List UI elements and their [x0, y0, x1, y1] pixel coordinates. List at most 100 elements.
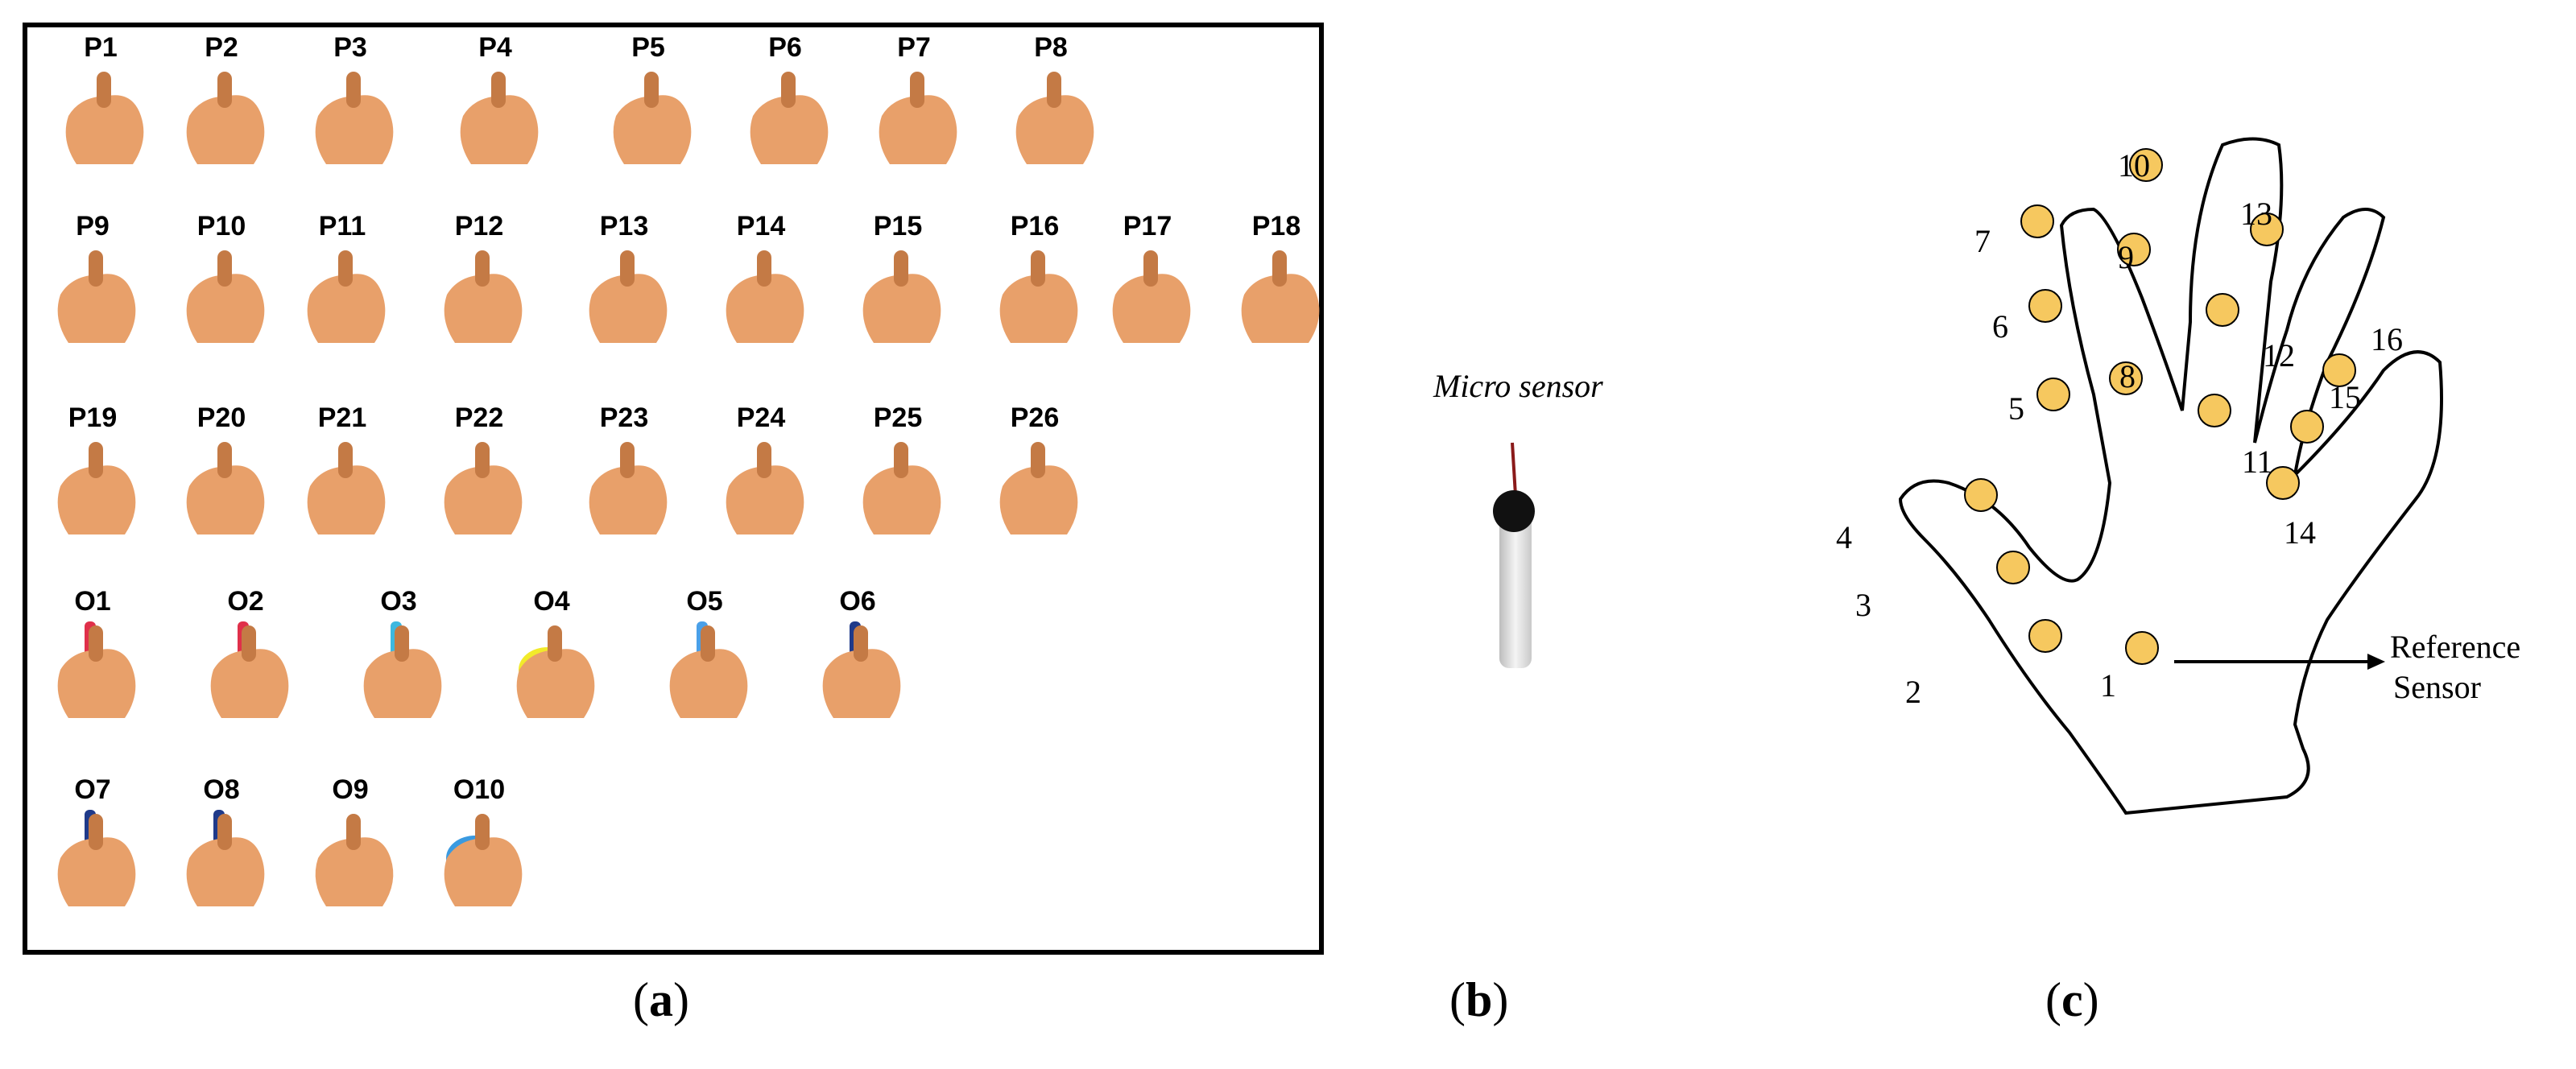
sensor-number-3: 3 [1855, 587, 1871, 623]
gesture-photo [822, 621, 901, 718]
hand-finger-shape [781, 72, 796, 108]
gesture-label: O5 [686, 586, 723, 617]
hand-palm-shape [307, 465, 386, 534]
gesture-photo [460, 72, 539, 164]
micro-sensor-image [1493, 442, 1535, 668]
gesture-label: O9 [332, 774, 369, 805]
hand-palm-shape [57, 837, 136, 906]
sensor-number-7: 7 [1974, 223, 1991, 259]
sensor-tube [1499, 507, 1532, 668]
reference-arrow-head [2367, 654, 2385, 670]
gesture-photo [1015, 72, 1094, 164]
hand-finger-shape [1143, 250, 1158, 287]
gesture-photo [186, 72, 265, 164]
gesture-label: P17 [1123, 211, 1172, 241]
gesture-label: P7 [897, 32, 931, 63]
hand-palm-shape [1015, 95, 1094, 164]
hand-palm-shape [726, 465, 804, 534]
sensor-dot-9 [2117, 233, 2151, 266]
hand-palm-shape [999, 274, 1078, 343]
gesture-label: O4 [533, 586, 570, 617]
hand-palm-shape [460, 95, 539, 164]
gesture-label: P21 [317, 402, 367, 433]
hand-finger-shape [894, 250, 908, 287]
hand-palm-shape [57, 465, 136, 534]
sensor-dot-12 [2206, 293, 2239, 327]
hand-finger-shape [491, 72, 506, 108]
hand-palm-shape [589, 274, 668, 343]
subfigure-label-a: (a) [633, 973, 689, 1026]
hand-palm-shape [315, 837, 394, 906]
sensor-number-10: 10 [2118, 147, 2150, 184]
gesture-label: P6 [768, 32, 802, 63]
gesture-photo [669, 621, 748, 718]
gesture-label: P12 [454, 211, 504, 241]
gesture-photo [210, 621, 289, 718]
hand-palm-shape [186, 465, 265, 534]
gesture-label: P15 [873, 211, 923, 241]
hand-finger-shape [346, 72, 361, 108]
hand-finger-shape [242, 625, 256, 662]
sensor-number-16: 16 [2371, 321, 2403, 357]
hand-finger-shape [701, 625, 715, 662]
gesture-label: P3 [333, 32, 367, 63]
gesture-photo [862, 250, 941, 343]
hand-finger-shape [338, 442, 353, 478]
gesture-label: P10 [196, 211, 246, 241]
sensor-dot-2 [2028, 619, 2062, 653]
gesture-label: P20 [196, 402, 246, 433]
sensor-dot-3 [1996, 551, 2030, 584]
hand-finger-shape [89, 814, 103, 850]
sensor-number-5: 5 [2008, 390, 2024, 427]
hand-finger-shape [475, 442, 490, 478]
hand-diagram [1898, 137, 2443, 815]
sensor-number-1: 1 [2100, 667, 2116, 704]
gesture-label: O3 [380, 586, 417, 617]
gesture-label: P22 [454, 402, 504, 433]
hand-finger-shape [620, 250, 635, 287]
gesture-photo [57, 442, 136, 534]
hand-finger-shape [1047, 72, 1061, 108]
gesture-label: P18 [1251, 211, 1301, 241]
gesture-label: P1 [84, 32, 118, 63]
gesture-photo [307, 250, 386, 343]
hand-finger-shape [217, 72, 232, 108]
hand-finger-shape [1031, 442, 1045, 478]
gesture-label: P11 [318, 211, 366, 241]
hand-palm-shape [1112, 274, 1191, 343]
hand-finger-shape [338, 250, 353, 287]
hand-palm-shape [186, 274, 265, 343]
sensor-dot-14 [2266, 466, 2300, 500]
gesture-label: P19 [68, 402, 118, 433]
hand-palm-shape [444, 274, 523, 343]
hand-finger-shape [757, 250, 771, 287]
gesture-label: O1 [74, 586, 111, 617]
gesture-photo [444, 250, 523, 343]
gesture-label: P4 [478, 32, 512, 63]
sensor-dot-16 [2322, 353, 2356, 387]
gesture-photo [862, 442, 941, 534]
hand-finger-shape [910, 72, 924, 108]
gesture-label: P25 [873, 402, 923, 433]
hand-finger-shape [475, 250, 490, 287]
gesture-photo [363, 621, 442, 718]
hand-finger-shape [97, 72, 111, 108]
hand-palm-shape [186, 95, 265, 164]
gesture-photo [999, 250, 1078, 343]
hand-finger-shape [217, 250, 232, 287]
sensor-number-13: 13 [2240, 196, 2272, 232]
hand-palm-shape [57, 274, 136, 343]
gesture-photo [1112, 250, 1191, 343]
gesture-photo [999, 442, 1078, 534]
hand-finger-shape [89, 442, 103, 478]
sensor-dot-5 [2036, 378, 2070, 411]
gesture-label: P13 [599, 211, 649, 241]
reference-label-line2: Sensor [2393, 669, 2481, 705]
hand-palm-shape [65, 95, 144, 164]
hand-finger-shape [757, 442, 771, 478]
gesture-photo [186, 250, 265, 343]
gesture-photo [589, 442, 668, 534]
sensor-disc [1493, 490, 1535, 532]
sensor-dot-8 [2109, 361, 2143, 395]
gesture-photo [589, 250, 668, 343]
